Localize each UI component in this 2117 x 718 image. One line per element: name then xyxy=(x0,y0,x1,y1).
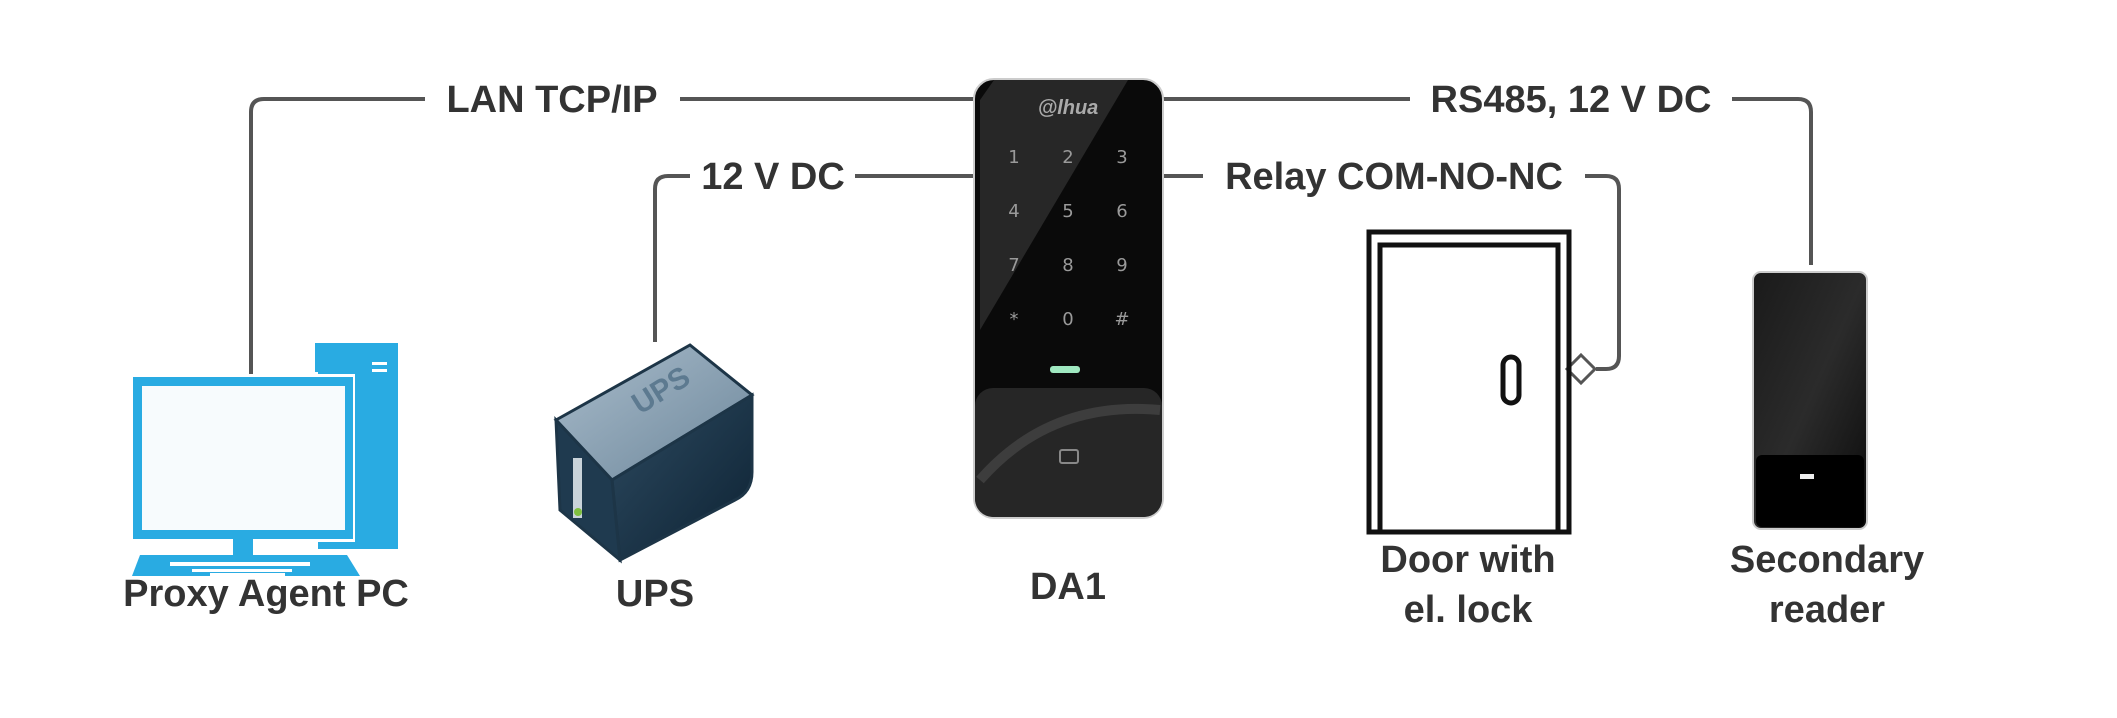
keypad-key: 2 xyxy=(1062,147,1073,168)
relay-wire xyxy=(1163,174,1621,371)
keypad-key: 7 xyxy=(1008,255,1019,276)
relay-label: Relay COM-NO-NC xyxy=(1225,156,1563,198)
keypad-key: 0 xyxy=(1062,309,1073,330)
door-label-line2: el. lock xyxy=(1404,589,1534,631)
keypad-reader-icon: @lhua 1 2 3 4 5 6 7 8 9 * 0 # xyxy=(973,78,1164,519)
brand-logo: @lhua xyxy=(1038,97,1099,119)
ups-label: UPS xyxy=(616,573,694,615)
keypad-key: 4 xyxy=(1008,201,1019,222)
da1-label: DA1 xyxy=(1030,566,1106,608)
pc-label: Proxy Agent PC xyxy=(123,573,409,615)
lan-label: LAN TCP/IP xyxy=(446,79,657,121)
keypad-key: 3 xyxy=(1116,147,1127,168)
card-reader-icon xyxy=(1752,271,1868,530)
card-icon xyxy=(1059,449,1079,464)
keypad-key: * xyxy=(1010,309,1019,330)
ups-icon: UPS xyxy=(553,343,755,564)
door-label-line1: Door with xyxy=(1380,539,1555,581)
door-icon xyxy=(1366,229,1572,535)
lock-contact-icon xyxy=(1564,352,1598,386)
keypad-key: 6 xyxy=(1116,201,1127,222)
keypad-key: 1 xyxy=(1008,147,1019,168)
rs485-wire xyxy=(1163,97,1813,265)
reader-label-line2: reader xyxy=(1769,589,1885,631)
keypad-key: # xyxy=(1114,309,1129,330)
keypad-key: 9 xyxy=(1116,255,1127,276)
keypad-key: 8 xyxy=(1062,255,1073,276)
desktop-computer-icon xyxy=(129,343,398,576)
reader-label-line1: Secondary xyxy=(1730,539,1924,581)
lan-wire xyxy=(249,97,974,377)
power-wire xyxy=(653,174,974,342)
keypad-key: 5 xyxy=(1062,201,1073,222)
rs485-label: RS485, 12 V DC xyxy=(1431,79,1712,121)
power-label: 12 V DC xyxy=(701,156,845,198)
